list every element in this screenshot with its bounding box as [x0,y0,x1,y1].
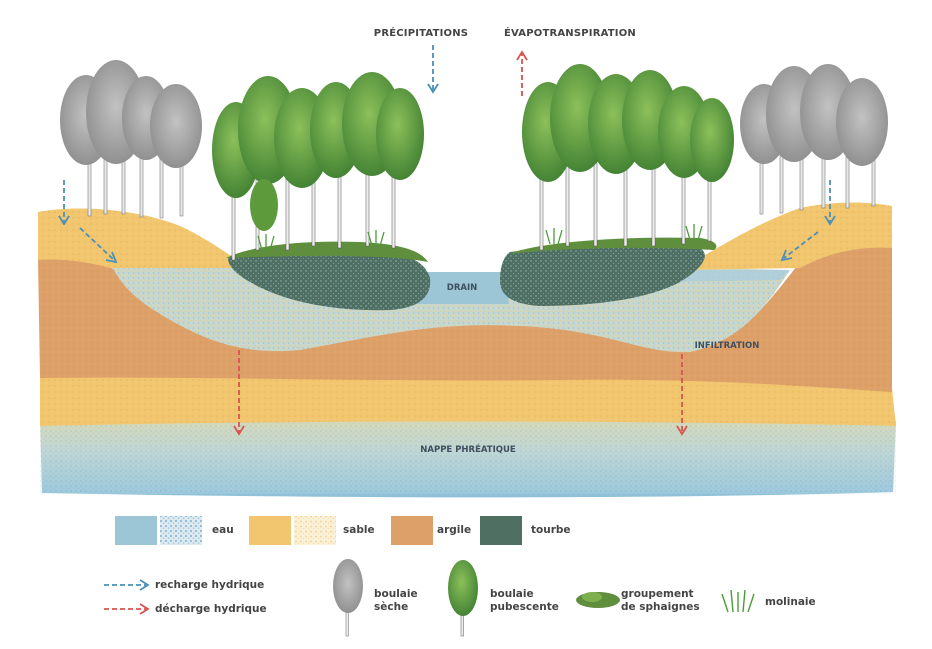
legend-label-boulaie-pubescente: boulaie pubescente [490,588,559,614]
boulaie-seche-line-2: sèche [374,601,409,613]
boulaie-seche-line-1: boulaie [374,588,418,600]
boulaie-pub-line-1: boulaie [490,588,534,600]
recharge-arrow-right-2 [783,231,819,259]
precipitations-label: PRÉCIPITATIONS [374,26,468,39]
peat-left [228,250,431,311]
sphaignes-line-2: de sphaignes [621,601,700,613]
swatch-clay [391,516,433,545]
nappe-label: NAPPE PHRÉATIQUE [420,443,516,455]
legend-label-sphaignes: groupement de sphaignes [621,588,700,614]
green-birch-right [522,64,734,251]
evapotranspiration-label: ÉVAPOTRANSPIRATION [504,26,636,39]
left-sand-hill [38,208,250,268]
recharge-arrows [58,45,836,264]
infiltration-label: INFILTRATION [695,341,760,351]
legend-label-tourbe: tourbe [531,524,571,536]
peat-right [500,245,705,306]
swatch-peat [480,516,522,545]
legend-label-boulaie-seche: boulaie sèche [374,588,418,614]
legend-swatches [115,516,522,545]
moss-right [508,237,717,254]
legend-label-molinaie: molinaie [765,596,816,608]
dry-birch-left [60,60,202,219]
drain-label: DRAIN [447,283,477,293]
sphagnum-icon [576,592,620,608]
legend-arrows [104,579,150,615]
pubescent-birch-icon [448,560,478,637]
swatch-water-speckle [160,516,202,545]
legend-label-recharge: recharge hydrique [155,579,265,591]
legend-label-eau: eau [212,524,234,536]
drain-water [410,272,512,304]
boulaie-pub-line-2: pubescente [490,601,559,613]
moss-left [226,241,428,262]
green-birch-left [212,72,424,261]
soil-cross-section [38,202,896,498]
swatch-sand-speckle [294,516,336,545]
legend-label-decharge: décharge hydrique [155,603,267,615]
swatch-sand [249,516,291,545]
swatch-water [115,516,157,545]
dry-birch-icon [333,559,363,637]
molinia-icon [721,589,755,613]
legend-label-argile: argile [437,524,472,536]
molinia-tufts [257,224,703,251]
sphaignes-line-1: groupement [621,588,694,600]
right-sand-hill [680,202,892,270]
discharge-arrows [233,50,688,436]
legend-label-sable: sable [343,524,375,536]
dry-birch-right [740,64,888,215]
